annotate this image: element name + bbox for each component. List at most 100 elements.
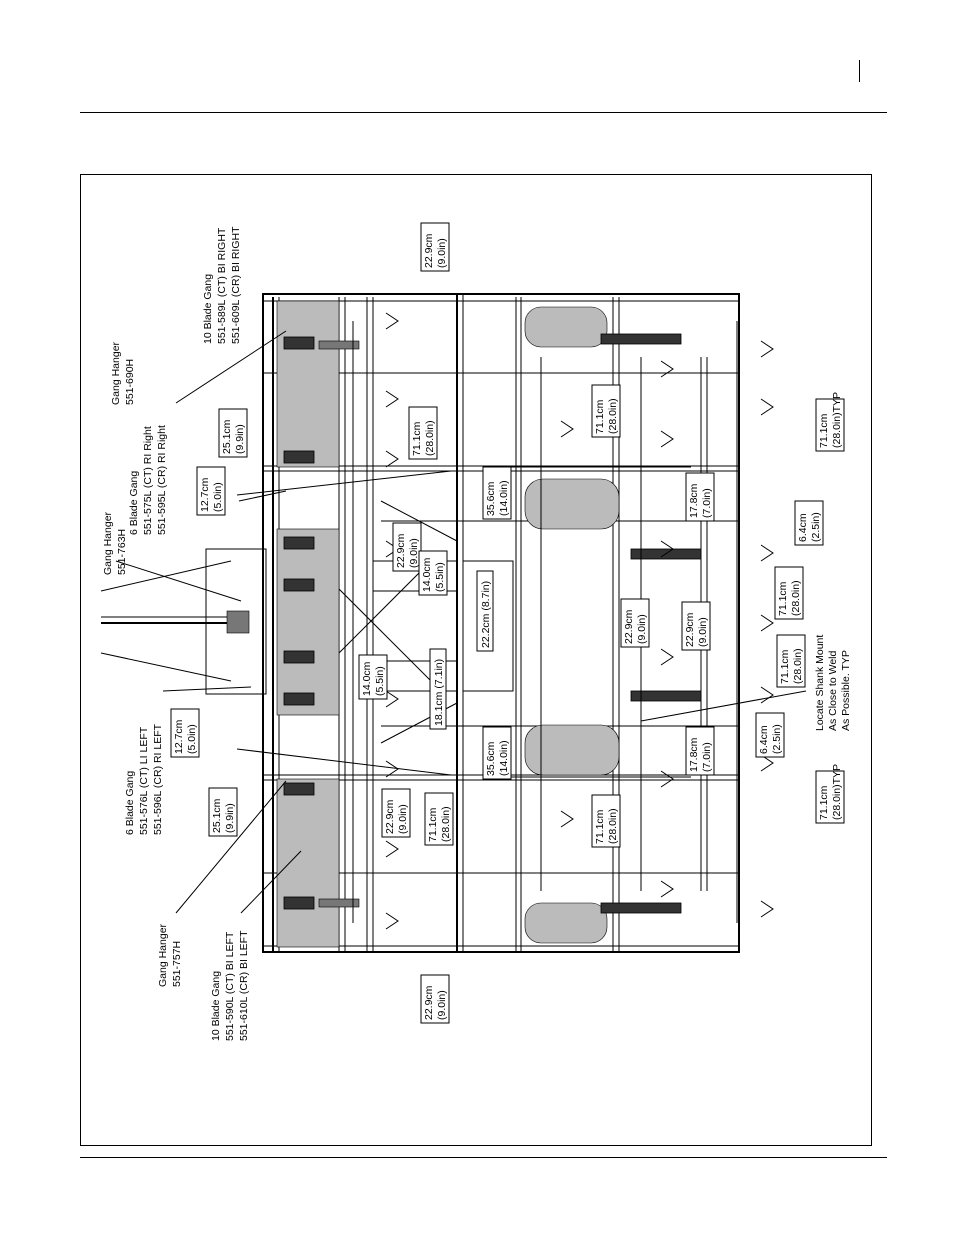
dim-71-1-lower: 71.1cm (28.0in) (424, 792, 454, 846)
dim-label: (28.0in) (607, 398, 619, 434)
dim-17-8-lower: 17.8cm (7.0in) (685, 726, 715, 776)
callout-line: 551-610L (CR) BI LEFT (238, 930, 250, 1041)
dim-label: 18.1cm (7.1in) (433, 659, 445, 726)
dim-label: (28.0in) (792, 648, 804, 684)
dim-label: 12.7cm (173, 719, 185, 754)
dim-label: (2.5in) (771, 724, 783, 754)
callout-line: Gang Hanger (102, 511, 114, 575)
dim-14-0-upper: 14.0cm (5.5in) (418, 550, 448, 596)
callout-line: Locate Shank Mount (814, 635, 826, 731)
dim-label: (28.0in) (440, 806, 452, 842)
dim-label: (9.0in) (697, 617, 709, 647)
dim-label: (28.0in)TYP (831, 764, 843, 820)
dim-label: 71.1cm (818, 785, 830, 820)
dim-label: 71.1cm (777, 581, 789, 616)
dim-label: 12.7cm (199, 477, 211, 512)
leader-lines (115, 330, 807, 914)
callout-gang-10-left: 10 Blade Gang 551-590L (CT) BI LEFT 551-… (210, 930, 250, 1041)
dim-35-6-lower: 35.6cm (14.0in) (482, 726, 512, 780)
dim-71-1-rear-lower: 71.1cm (28.0in) (591, 794, 621, 848)
callout-line: 551-589L (CT) BI RIGHT (216, 227, 228, 344)
dim-label: (28.0in) (424, 420, 436, 456)
dim-35-6-upper: 35.6cm (14.0in) (482, 466, 512, 520)
dim-label: (9.0in) (408, 538, 420, 568)
dim-label: 71.1cm (594, 399, 606, 434)
dim-label: (9.0in) (397, 804, 409, 834)
callout-line: As Possible. TYP (840, 650, 852, 731)
dim-18-1: 18.1cm (7.1in) (429, 648, 447, 730)
dim-label: (9.0in) (436, 990, 448, 1020)
dim-label: (28.0in) (607, 808, 619, 844)
callout-line: 551-690H (124, 359, 136, 405)
dim-label: (2.5in) (810, 512, 822, 542)
dim-label: 22.9cm (423, 233, 435, 268)
callout-line: 10 Blade Gang (210, 971, 222, 1041)
dim-label: (7.0in) (701, 742, 713, 772)
callout-line: 551-575L (CT) RI Right (142, 426, 154, 535)
callout-line: 551-596L (CR) RI LEFT (152, 723, 164, 835)
dim-label: (28.0in) (790, 580, 802, 616)
dim-12-7-lower: 12.7cm (5.0in) (170, 708, 200, 758)
dim-22-9-top: 22.9cm (9.0in) (420, 222, 450, 272)
dim-label: (14.0in) (498, 480, 510, 516)
dim-label: 14.0cm (361, 661, 373, 696)
callout-shank-mount: Locate Shank Mount As Close to Weld As P… (814, 635, 852, 731)
callout-line: 551-576L (CT) LI LEFT (138, 726, 150, 835)
callout-line: 551-763H (116, 529, 128, 575)
callout-gang-10-right: 10 Blade Gang 551-589L (CT) BI RIGHT 551… (202, 226, 242, 344)
dim-label: 17.8cm (688, 737, 700, 772)
dim-label: (5.5in) (434, 562, 446, 592)
callout-line: 551-590L (CT) BI LEFT (224, 931, 236, 1041)
dim-12-7-upper: 12.7cm (5.0in) (196, 466, 226, 516)
callout-hanger-763: Gang Hanger 551-763H (102, 511, 128, 575)
callout-line: 551-609L (CR) BI RIGHT (230, 226, 242, 344)
dim-label: (9.0in) (636, 614, 648, 644)
dim-14-0-lower: 14.0cm (5.5in) (358, 654, 388, 700)
dim-22-9-upper-mid: 22.9cm (9.0in) (392, 522, 422, 572)
dim-label: (28.0in)TYP (831, 392, 843, 448)
header-tick-mark (859, 60, 860, 82)
dim-71-1-typ-lower: 71.1cm (28.0in)TYP (815, 764, 845, 824)
dim-label: 22.2cm (8.7in) (480, 581, 492, 648)
dim-6-4-upper: 6.4cm (2.5in) (794, 500, 824, 546)
callout-line: Gang Hanger (157, 923, 169, 987)
dim-label: 14.0cm (421, 557, 433, 592)
dim-label: 71.1cm (411, 421, 423, 456)
dim-label: (9.9in) (224, 803, 236, 833)
dim-label: 71.1cm (427, 807, 439, 842)
dim-71-1-center-a: 71.1cm (28.0in) (774, 566, 804, 620)
callout-gang-6-left: 6 Blade Gang 551-576L (CT) LI LEFT 551-5… (124, 723, 164, 835)
header-rule (80, 112, 887, 113)
dim-label: (7.0in) (701, 488, 713, 518)
callout-line: 6 Blade Gang (128, 471, 140, 535)
dim-71-1-rear-upper: 71.1cm (28.0in) (591, 384, 621, 438)
dim-label: 22.9cm (684, 612, 696, 647)
callout-gang-6-right: 6 Blade Gang 551-575L (CT) RI Right 551-… (128, 425, 168, 535)
dim-label: 22.9cm (395, 533, 407, 568)
dim-6-4-lower: 6.4cm (2.5in) (755, 712, 785, 758)
dim-label: 22.9cm (623, 609, 635, 644)
callout-line: 551-757H (171, 941, 183, 987)
dim-label: 71.1cm (779, 649, 791, 684)
dim-label: (5.5in) (374, 666, 386, 696)
dim-label: 35.6cm (485, 741, 497, 776)
dim-label: 35.6cm (485, 481, 497, 516)
dim-label: 22.9cm (384, 799, 396, 834)
dim-label: 25.1cm (221, 419, 233, 454)
callout-line: 6 Blade Gang (124, 771, 136, 835)
dim-label: (5.0in) (186, 724, 198, 754)
footer-rule (80, 1157, 887, 1158)
dim-71-1-typ-upper: 71.1cm (28.0in)TYP (815, 392, 845, 452)
dim-22-9-lower-mid: 22.9cm (9.0in) (381, 788, 411, 838)
dim-22-9-bottom: 22.9cm (9.0in) (420, 974, 450, 1024)
dim-label: (9.0in) (436, 238, 448, 268)
dim-22-2: 22.2cm (8.7in) (476, 570, 494, 652)
callout-line: As Close to Weld (827, 651, 839, 731)
dim-25-1-upper: 25.1cm (9.9in) (218, 408, 248, 458)
dim-label: 71.1cm (818, 413, 830, 448)
dim-17-8-upper: 17.8cm (7.0in) (685, 472, 715, 522)
diagram-frame: 10 Blade Gang 551-589L (CT) BI RIGHT 551… (80, 174, 872, 1146)
dim-71-1-center-b: 71.1cm (28.0in) (776, 634, 806, 688)
dim-25-1-lower: 25.1cm (9.9in) (208, 787, 238, 837)
dim-label: (5.0in) (212, 482, 224, 512)
